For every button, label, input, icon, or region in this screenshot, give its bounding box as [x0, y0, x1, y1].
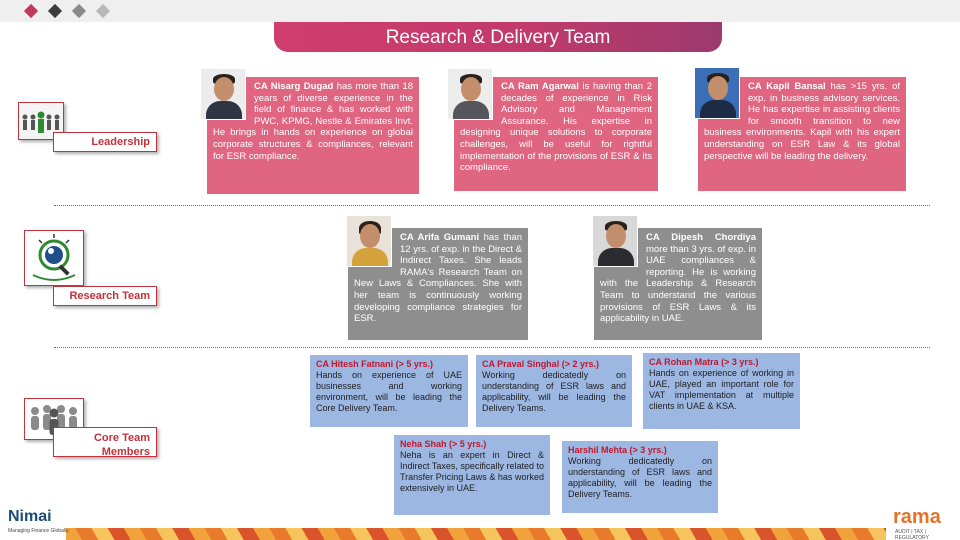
leader-name: CA Nisarg Dugad — [254, 81, 334, 92]
leader-card: CA Nisarg Dugad has more than 18 years o… — [200, 68, 419, 194]
research-bio: has than 12 yrs. of exp. in the Direct &… — [354, 232, 522, 325]
core-member-name: Harshil Mehta (> 3 yrs.) — [568, 445, 667, 455]
core-member-bio: Working dedicatedly on understanding of … — [568, 456, 712, 499]
section-divider — [54, 347, 930, 348]
decorative-strip — [66, 528, 886, 540]
profile-photo — [447, 68, 493, 120]
section-label-leadership: Leadership — [53, 132, 157, 152]
diamond-icon — [23, 3, 39, 19]
research-name: CA Arifa Gumani — [400, 232, 480, 243]
rama-tagline: AUDIT | TAX | REGULATORY — [895, 529, 929, 540]
core-member-name: CA Praval Singhal (> 2 yrs.) — [482, 359, 599, 369]
diamond-icon — [95, 3, 111, 19]
page-title: Research & Delivery Team — [274, 22, 722, 52]
section-label-core: Core Team Members — [53, 427, 157, 458]
core-member-name: CA Rohan Matra (> 3 yrs.) — [649, 357, 759, 367]
core-member-card: Neha Shah (> 5 yrs.)Neha is an expert in… — [394, 435, 550, 515]
leader-card: CA Kapil Bansal has >15 yrs. of exp. in … — [694, 67, 906, 191]
core-member-card: CA Hitesh Fatnani (> 5 yrs.)Hands on exp… — [310, 355, 468, 427]
core-member-name: Neha Shah (> 5 yrs.) — [400, 439, 487, 449]
section-divider — [54, 205, 930, 206]
core-member-bio: Neha is an expert in Direct & Indirect T… — [400, 450, 544, 493]
core-member-card: CA Praval Singhal (> 2 yrs.)Working dedi… — [476, 355, 632, 427]
research-icon — [24, 230, 84, 286]
diamond-icon — [71, 3, 87, 19]
core-member-bio: Hands on experience of UAE businesses an… — [316, 370, 462, 413]
leader-name: CA Ram Agarwal — [501, 81, 579, 92]
core-member-name: CA Hitesh Fatnani (> 5 yrs.) — [316, 359, 433, 369]
profile-photo — [694, 67, 740, 119]
core-member-card: Harshil Mehta (> 3 yrs.)Working dedicate… — [562, 441, 718, 513]
core-member-bio: Working dedicatedly on understanding of … — [482, 370, 626, 413]
nimai-logo: Nimai — [8, 508, 52, 525]
profile-photo — [346, 215, 392, 267]
nimai-tagline: Managing Finance Globally — [8, 528, 69, 534]
research-bio: more than 3 yrs. of exp. in UAE complian… — [600, 243, 756, 325]
section-label-research: Research Team — [53, 286, 157, 306]
profile-photo — [592, 215, 638, 267]
research-name: CA Dipesh Chordiya — [646, 232, 756, 243]
profile-photo — [200, 68, 246, 120]
leader-bio: has >15 yrs. of exp. in business advisor… — [704, 81, 901, 162]
diamond-icon — [47, 3, 63, 19]
leader-bio: is having than 2 decades of experience i… — [460, 81, 653, 174]
rama-logo: rama — [893, 506, 941, 528]
core-member-bio: Hands on experience of working in UAE, p… — [649, 368, 794, 411]
top-band — [0, 0, 960, 22]
leader-card: CA Ram Agarwal is having than 2 decades … — [447, 68, 658, 191]
research-card: CA Dipesh Chordiya more than 3 yrs. of e… — [592, 215, 762, 340]
research-card: CA Arifa Gumani has than 12 yrs. of exp.… — [346, 215, 528, 340]
core-member-card: CA Rohan Matra (> 3 yrs.)Hands on experi… — [643, 353, 800, 429]
leader-name: CA Kapil Bansal — [748, 81, 826, 92]
leader-bio: has more than 18 years of diverse experi… — [213, 81, 413, 162]
leadership-icon — [18, 102, 64, 140]
